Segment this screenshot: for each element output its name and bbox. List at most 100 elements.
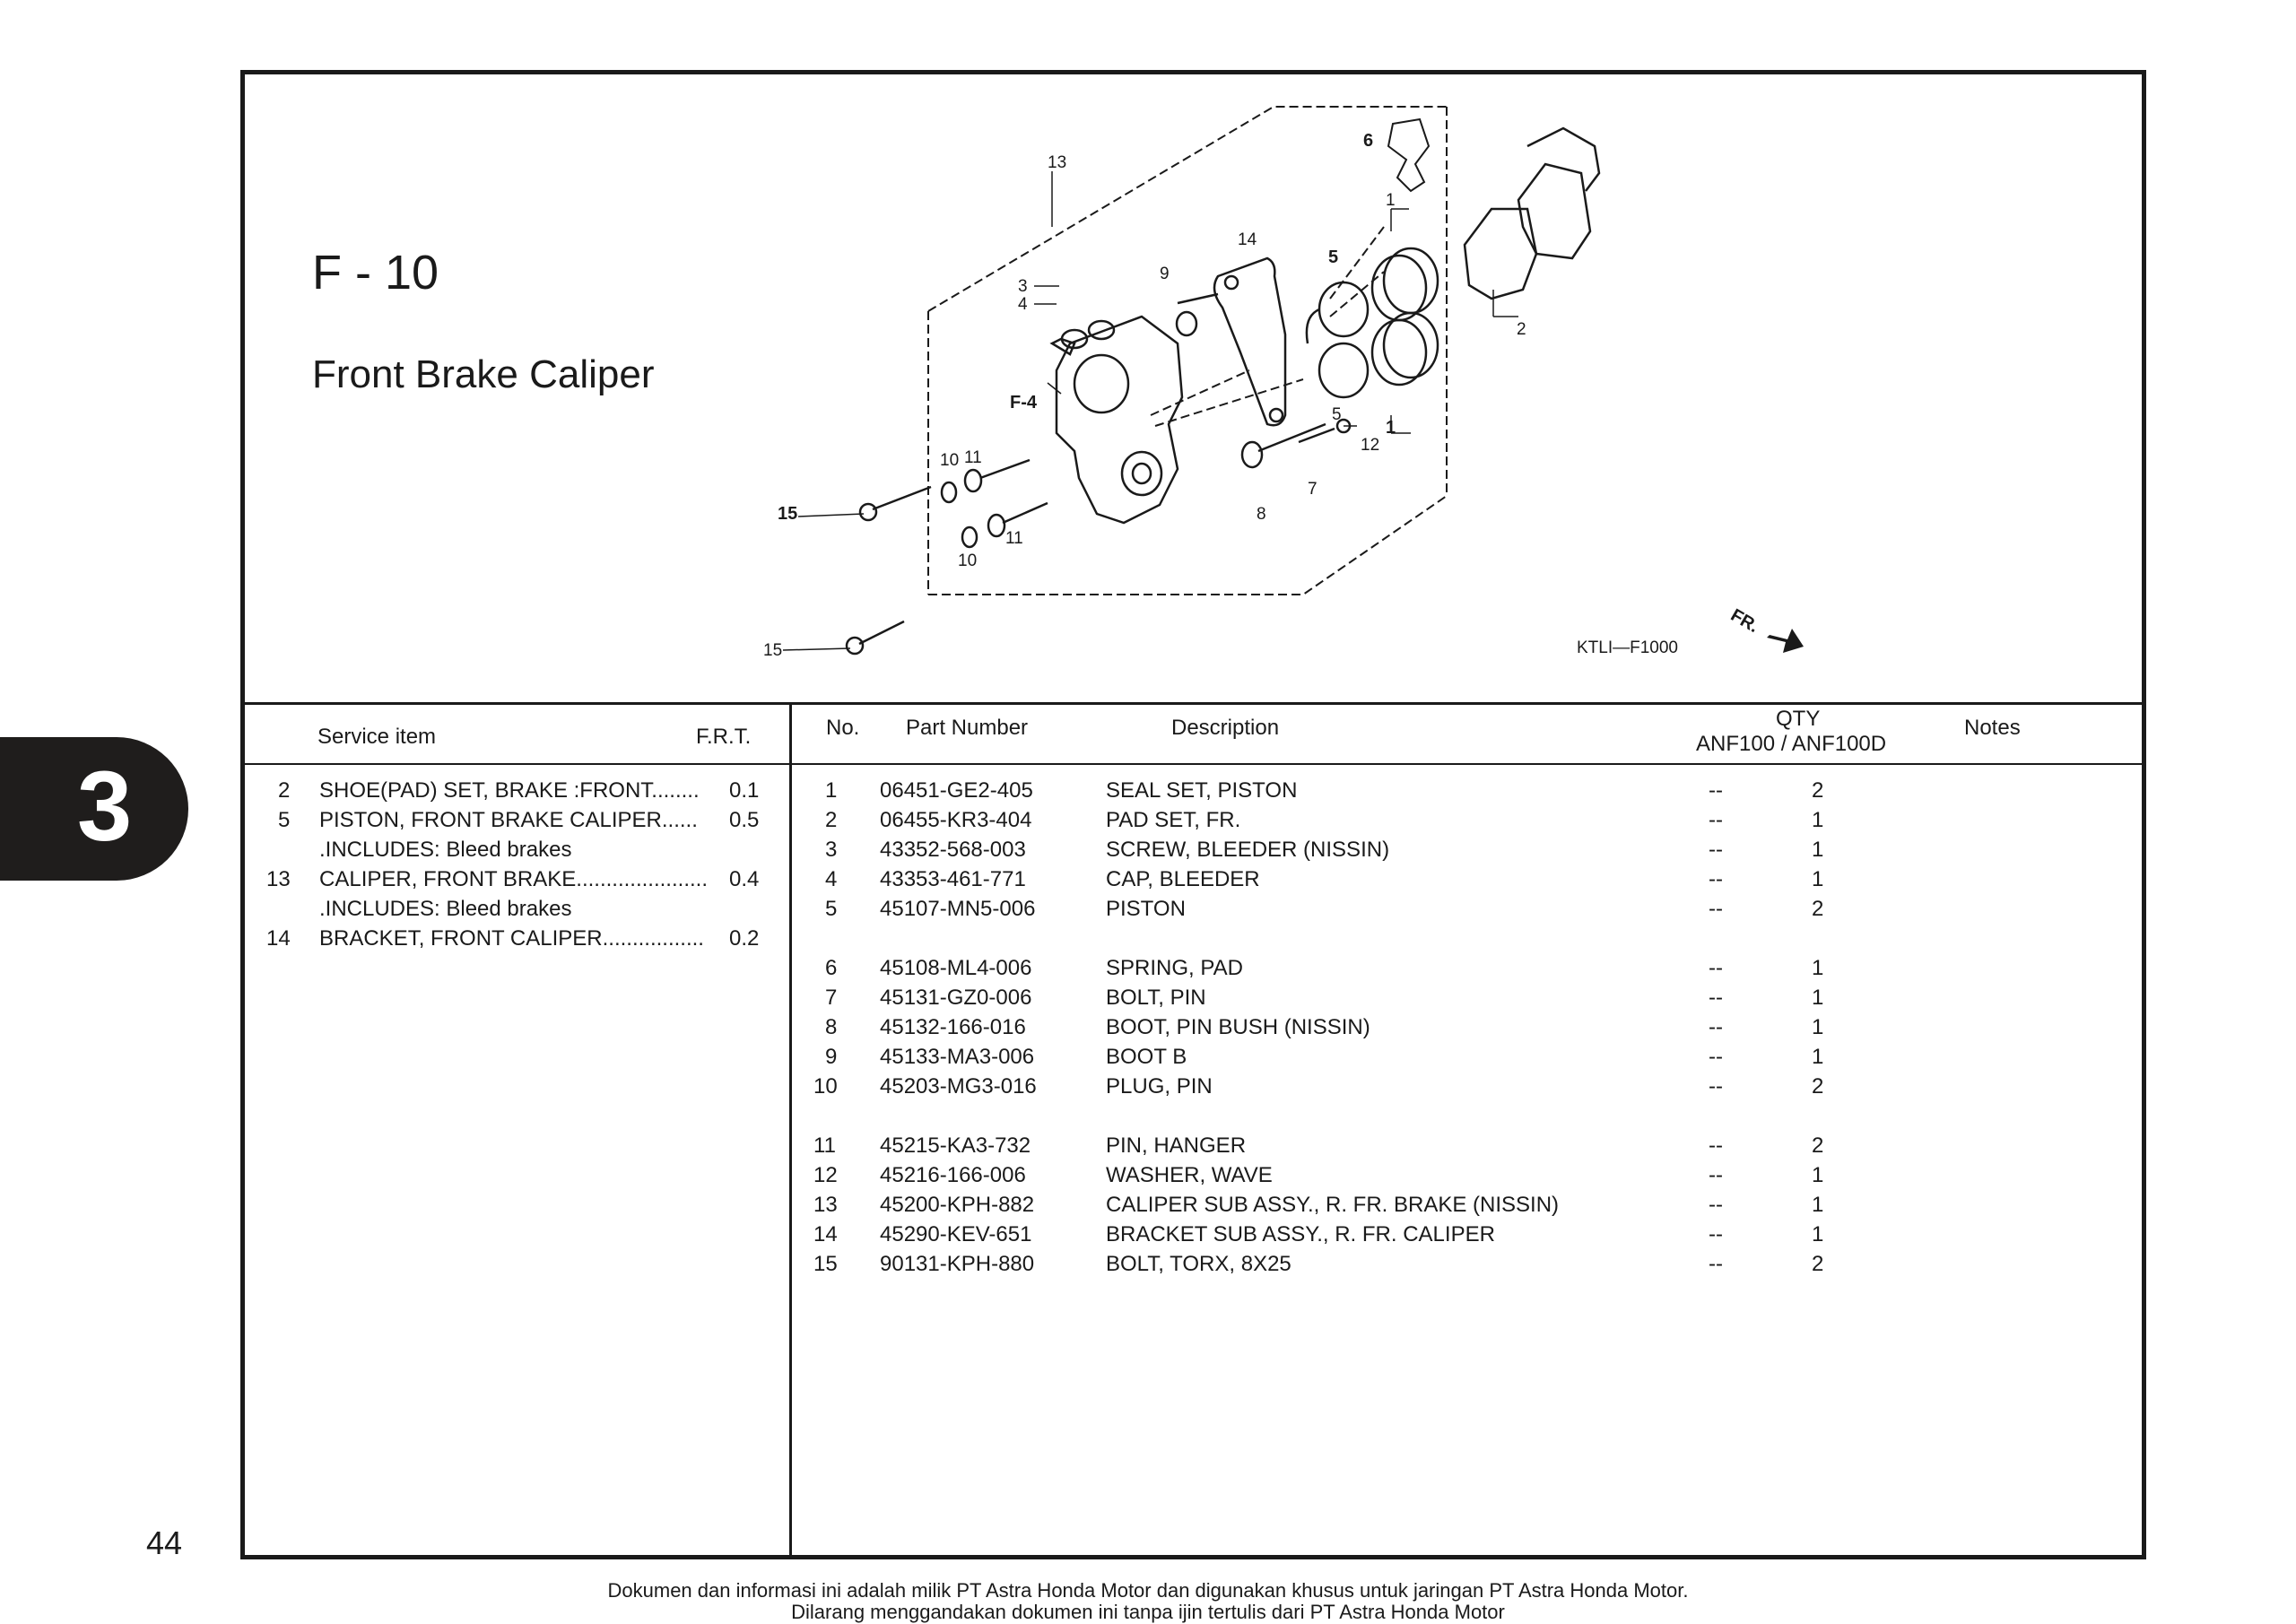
part-description: BOOT, PIN BUSH (NISSIN) (1106, 1015, 1370, 1039)
footer-notice: Dokumen dan informasi ini adalah milik P… (0, 1580, 2296, 1623)
part-qty-anf100d: 1 (1812, 808, 1824, 832)
part-qty-anf100: -- (1709, 986, 1723, 1010)
part-qty-anf100: -- (1709, 1222, 1723, 1246)
part-no: 15 (813, 1252, 838, 1276)
part-number: 45216-166-006 (880, 1163, 1026, 1187)
part-number: 06455-KR3-404 (880, 808, 1032, 832)
leader-lines (782, 171, 1518, 651)
page-number: 44 (146, 1524, 183, 1561)
part-qty-anf100d: 1 (1812, 956, 1824, 980)
qty-header: QTY (1776, 707, 1821, 731)
pad-set-part-2 (1463, 126, 1601, 300)
part-row: 8 45132-166-016 BOOT, PIN BUSH (NISSIN) … (792, 1012, 2137, 1042)
part-qty-anf100d: 2 (1812, 1074, 1824, 1099)
part-no: 3 (825, 838, 838, 862)
part-description: PISTON (1106, 897, 1186, 921)
service-row: .INCLUDES: Bleed brakes (245, 835, 783, 864)
part-qty-anf100d: 1 (1812, 1015, 1824, 1039)
callout-12: 12 (1361, 436, 1379, 455)
part-row: 10 45203-MG3-016 PLUG, PIN -- 2 (792, 1072, 2137, 1101)
service-ref: 14 (266, 926, 291, 951)
part-qty-anf100d: 1 (1812, 1193, 1824, 1217)
part-qty-anf100: -- (1709, 838, 1723, 862)
fr-direction-arrow: FR. (1727, 605, 1804, 653)
callout-10-bottom: 10 (958, 551, 977, 570)
part-no: 13 (813, 1193, 838, 1217)
part-row: 11 45215-KA3-732 PIN, HANGER -- 2 (792, 1131, 2137, 1160)
part-qty-anf100: -- (1709, 1074, 1723, 1099)
part-description: CAP, BLEEDER (1106, 867, 1260, 891)
part-no: 1 (825, 778, 838, 803)
part-description: BOLT, TORX, 8X25 (1106, 1252, 1292, 1276)
callout-14: 14 (1238, 230, 1257, 249)
part-row: 12 45216-166-006 WASHER, WAVE -- 1 (792, 1160, 2137, 1190)
part-description: PLUG, PIN (1106, 1074, 1213, 1099)
column-divider (789, 702, 792, 1559)
callout-13: 13 (1048, 153, 1066, 172)
fr-label: FR. (1727, 605, 1762, 637)
part-qty-anf100: -- (1709, 1015, 1723, 1039)
callout-1-top: 1 (1386, 191, 1396, 210)
part-no: 6 (825, 956, 838, 980)
part-qty-anf100d: 2 (1812, 1133, 1824, 1158)
callout-11-top: 11 (964, 448, 982, 467)
pistons-and-seals (1305, 247, 1439, 399)
service-row: 13 CALIPER, FRONT BRAKE.................… (245, 864, 783, 894)
part-no: 10 (813, 1074, 838, 1099)
spring-part-6 (1387, 117, 1431, 193)
caliper-body-part-13 (1055, 315, 1184, 525)
figure-title: Front Brake Caliper (312, 352, 655, 396)
diagram-table-divider (245, 702, 2142, 705)
service-item-header: Service item (317, 725, 437, 749)
diagram-area: F - 10 Front Brake Caliper (245, 74, 2142, 702)
part-no: 4 (825, 867, 838, 891)
part-no: 9 (825, 1045, 838, 1069)
part-qty-anf100: -- (1709, 1193, 1723, 1217)
service-row: 2 SHOE(PAD) SET, BRAKE :FRONT........ 0.… (245, 776, 783, 805)
part-qty-anf100: -- (1709, 867, 1723, 891)
service-frt: 0.2 (729, 926, 760, 951)
part-description: SEAL SET, PISTON (1106, 778, 1298, 803)
part-number: 06451-GE2-405 (880, 778, 1033, 803)
notes-header: Notes (1964, 716, 2021, 740)
assembly-outline (927, 106, 1448, 595)
chapter-number: 3 (77, 751, 133, 862)
part-number: 45200-KPH-882 (880, 1193, 1035, 1217)
part-description: BRACKET SUB ASSY., R. FR. CALIPER (1106, 1222, 1495, 1246)
callout-7: 7 (1308, 480, 1318, 499)
footer-line-1: Dokumen dan informasi ini adalah milik P… (607, 1579, 1689, 1602)
service-row: 5 PISTON, FRONT BRAKE CALIPER...... 0.5 (245, 805, 783, 835)
part-qty-anf100: -- (1709, 1252, 1723, 1276)
footer-line-2: Dilarang menggandakan dokumen ini tanpa … (791, 1601, 1505, 1623)
part-no: 12 (813, 1163, 838, 1187)
part-no: 11 (813, 1133, 836, 1158)
service-text: SHOE(PAD) SET, BRAKE :FRONT........ (319, 778, 700, 803)
part-qty-anf100: -- (1709, 956, 1723, 980)
part-row: 9 45133-MA3-006 BOOT B -- 1 (792, 1042, 2137, 1072)
frt-header: F.R.T. (696, 725, 752, 749)
part-description: SPRING, PAD (1106, 956, 1243, 980)
service-ref: 13 (266, 867, 291, 891)
service-text: .INCLUDES: Bleed brakes (319, 897, 572, 921)
callout-15-bottom: 15 (763, 641, 782, 660)
part-qty-anf100: -- (1709, 1133, 1723, 1158)
part-description: SCREW, BLEEDER (NISSIN) (1106, 838, 1390, 862)
callout-5-top: 5 (1328, 248, 1338, 267)
part-row: 7 45131-GZ0-006 BOLT, PIN -- 1 (792, 983, 2137, 1012)
part-description: WASHER, WAVE (1106, 1163, 1273, 1187)
part-description: PIN, HANGER (1106, 1133, 1247, 1158)
parts-catalog-frame: F - 10 Front Brake Caliper (240, 70, 2146, 1559)
bracket-part-14 (1177, 256, 1287, 427)
bolts-and-pins (845, 310, 1352, 656)
callout-3: 3 (1018, 277, 1028, 296)
part-number: 45108-ML4-006 (880, 956, 1032, 980)
part-number: 45107-MN5-006 (880, 897, 1036, 921)
part-row: 13 45200-KPH-882 CALIPER SUB ASSY., R. F… (792, 1190, 2137, 1220)
part-qty-anf100d: 2 (1812, 1252, 1824, 1276)
part-number: 45290-KEV-651 (880, 1222, 1032, 1246)
part-number: 45133-MA3-006 (880, 1045, 1035, 1069)
part-row: 3 43352-568-003 SCREW, BLEEDER (NISSIN) … (792, 835, 2137, 864)
callout-5-bottom: 5 (1332, 405, 1342, 424)
service-row: 14 BRACKET, FRONT CALIPER...............… (245, 924, 783, 953)
qty-models-header: ANF100 / ANF100D (1696, 732, 1887, 756)
